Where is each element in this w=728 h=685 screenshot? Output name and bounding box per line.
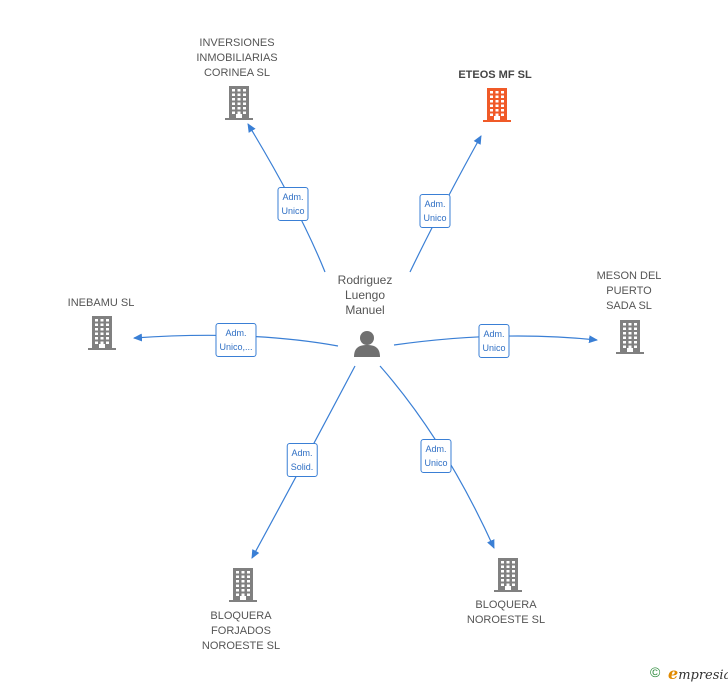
company-label-line: ETEOS MF SL	[458, 69, 532, 81]
company-label-line: MESON DEL	[596, 270, 662, 282]
building-icon	[616, 320, 644, 354]
relation-badge-eteos: Adm. Unico	[419, 194, 451, 228]
company-label-line: BLOQUERA	[210, 610, 272, 622]
relation-line: Adm.	[424, 199, 446, 209]
brand-initial: e	[668, 664, 679, 683]
company-label-line: INMOBILIARIAS	[196, 52, 278, 64]
brand-rest: mpresia	[678, 668, 728, 683]
relation-line: Adm.	[282, 192, 304, 202]
building-icon	[494, 558, 522, 592]
relation-line: Solid.	[290, 462, 314, 472]
building-icon	[88, 316, 116, 350]
relation-line: Unico,...	[219, 342, 253, 352]
building-icon	[225, 86, 253, 120]
copyright-icon: ©	[650, 664, 661, 680]
person-name-line: Manuel	[345, 303, 385, 317]
company-label-bloquera-noroeste[interactable]: BLOQUERA NOROESTE SL	[467, 598, 545, 628]
company-label-inebamu[interactable]: INEBAMU SL	[68, 296, 135, 311]
relation-line: Adm.	[291, 448, 313, 458]
company-label-meson[interactable]: MESON DEL PUERTO SADA SL	[597, 269, 662, 314]
relation-line: Unico	[423, 213, 447, 223]
relation-badge-inversiones: Adm. Unico	[277, 187, 309, 221]
company-label-line: INVERSIONES	[199, 37, 275, 49]
relation-line: Unico	[281, 206, 305, 216]
company-label-eteos[interactable]: ETEOS MF SL	[458, 68, 531, 83]
company-label-line: INEBAMU SL	[67, 297, 135, 309]
company-label-line: CORINEA SL	[203, 67, 271, 79]
company-label-inversiones[interactable]: INVERSIONES INMOBILIARIAS CORINEA SL	[196, 36, 277, 81]
company-label-line: BLOQUERA	[475, 599, 537, 611]
company-label-line: NOROESTE SL	[466, 614, 546, 626]
person-name-line: Luengo	[344, 288, 386, 302]
building-icon	[483, 88, 511, 122]
relation-badge-bloquera-forjados: Adm. Solid.	[286, 443, 318, 477]
company-label-line: SADA SL	[606, 300, 652, 312]
company-label-line: FORJADOS	[211, 625, 271, 637]
relation-badge-inebamu: Adm. Unico,...	[215, 323, 257, 357]
person-name-line: Rodriguez	[337, 273, 393, 287]
company-label-line: NOROESTE SL	[201, 640, 281, 652]
relation-line: Adm.	[483, 329, 505, 339]
relation-line: Adm.	[425, 444, 447, 454]
relation-line: Adm.	[225, 328, 247, 338]
company-label-bloquera-forjados[interactable]: BLOQUERA FORJADOS NOROESTE SL	[202, 609, 280, 654]
relation-line: Unico	[482, 343, 506, 353]
person-icon	[354, 331, 380, 357]
building-icon	[229, 568, 257, 602]
relation-badge-bloquera-noroeste: Adm. Unico	[420, 439, 452, 473]
relation-line: Unico	[424, 458, 448, 468]
relation-badge-meson: Adm. Unico	[478, 324, 510, 358]
company-label-line: PUERTO	[606, 285, 652, 297]
brand-logo: empresia	[668, 664, 728, 683]
